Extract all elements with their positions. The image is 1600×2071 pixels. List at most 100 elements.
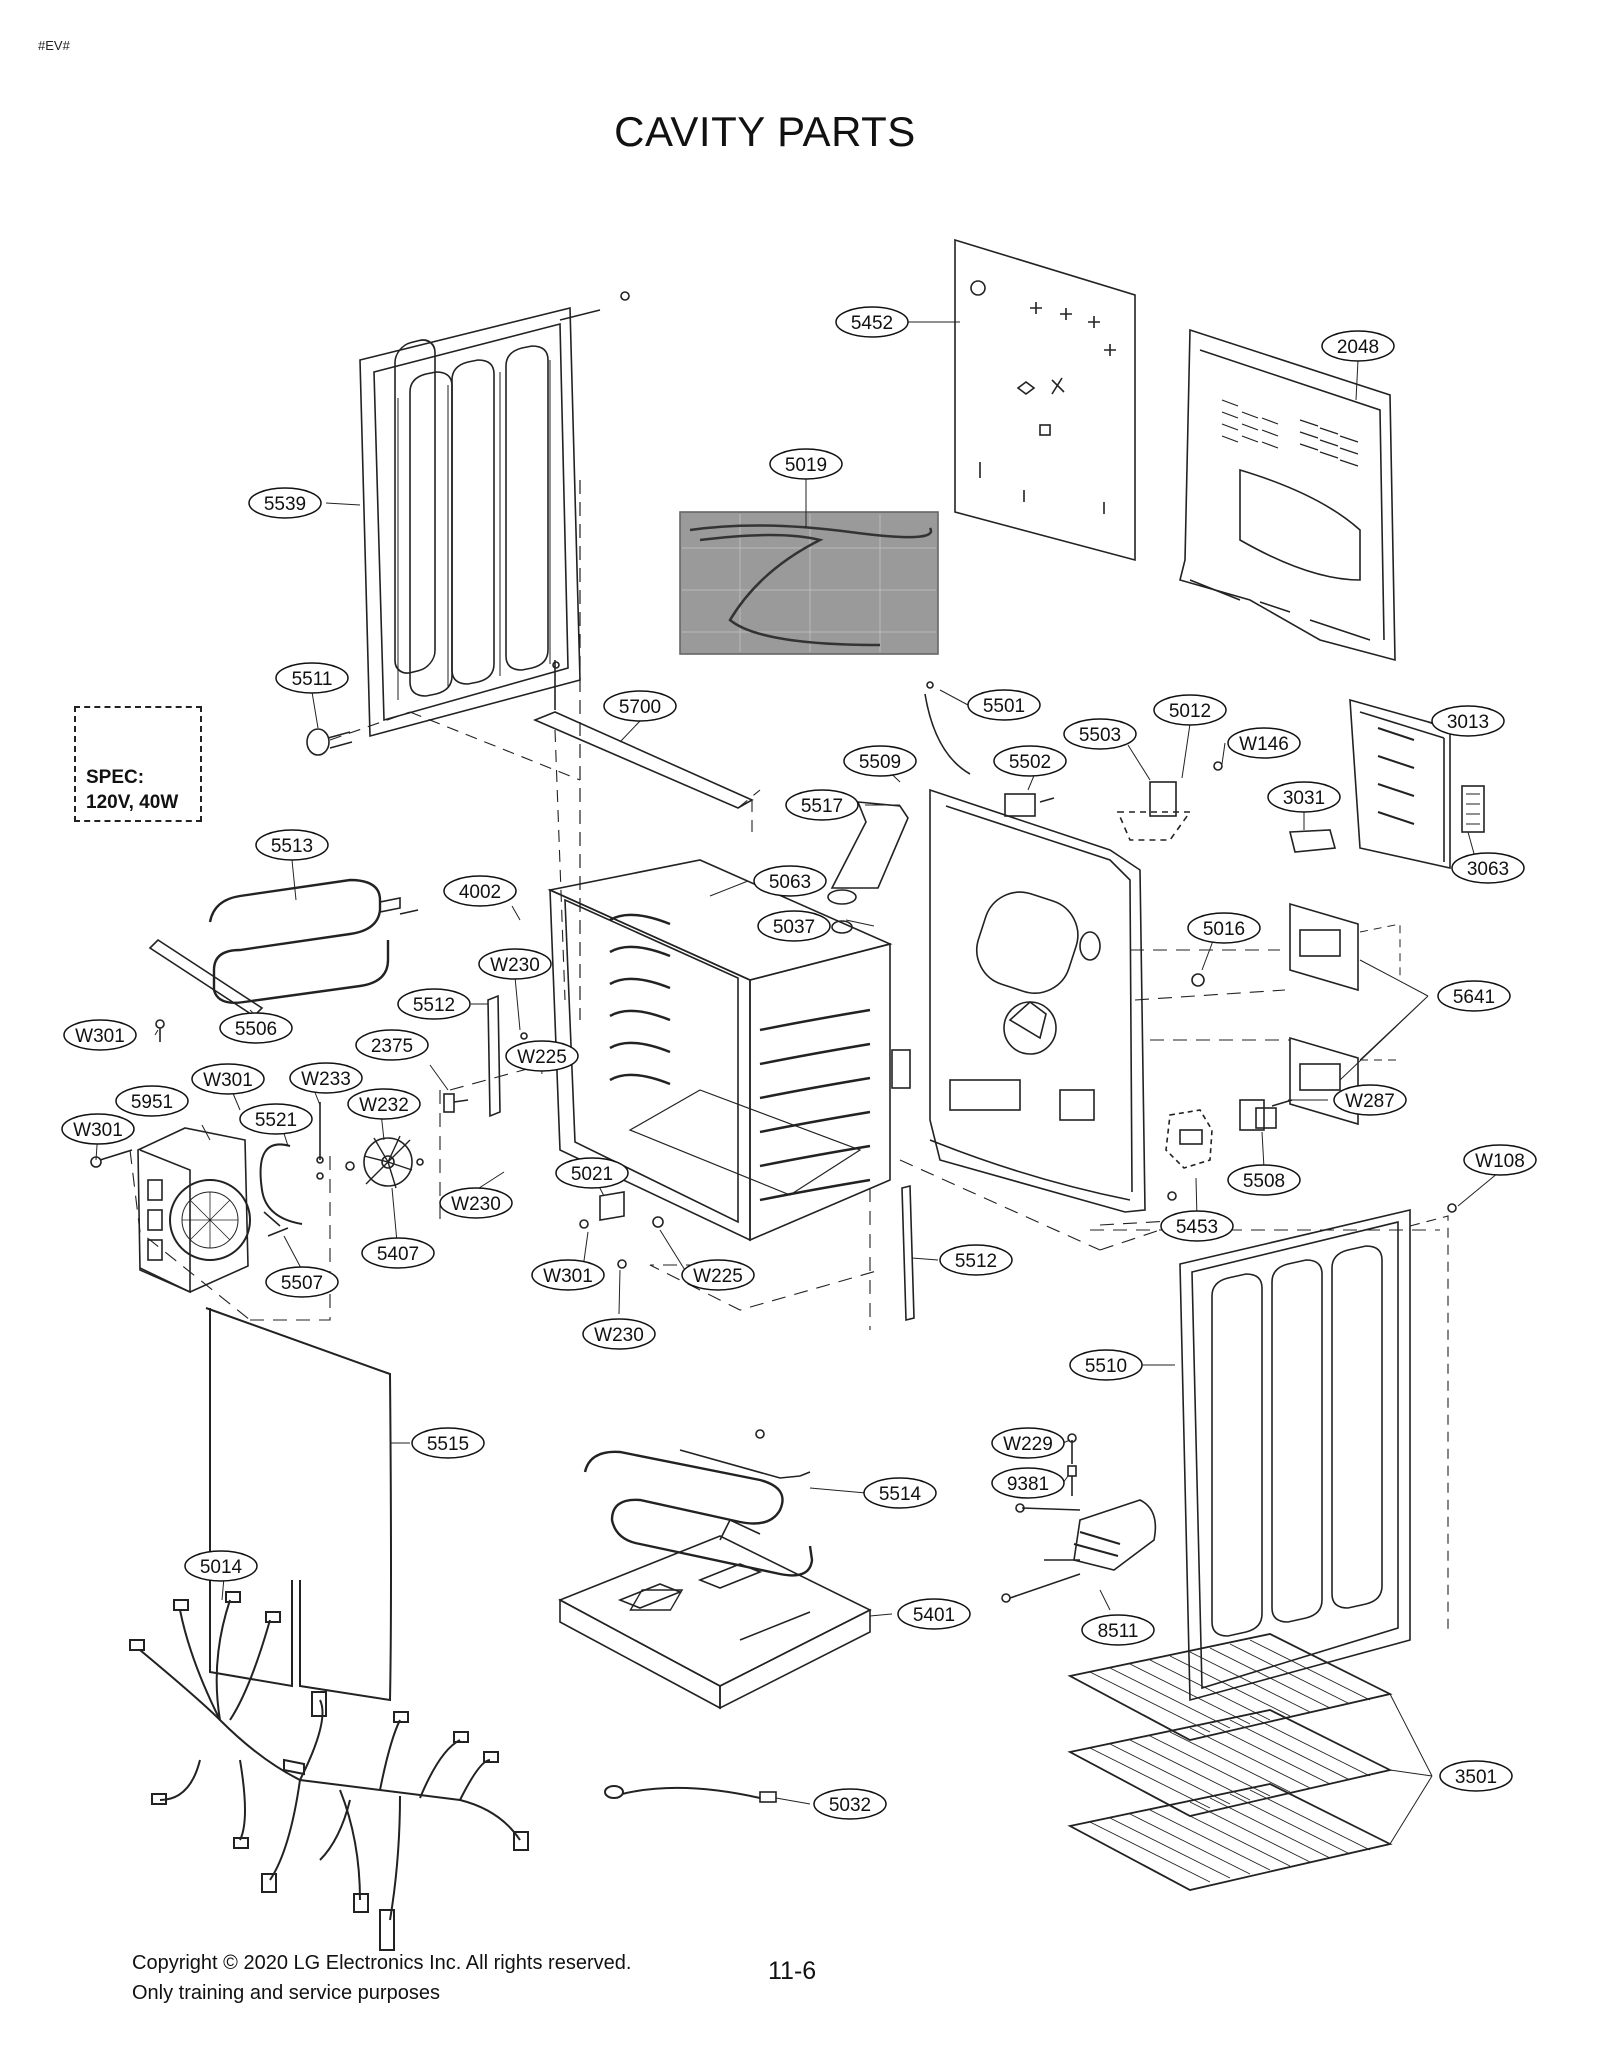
callout-label: 5507 (281, 1273, 323, 1294)
callout-W301b: W301 (191, 1063, 265, 1095)
control-boards-5641-part (1191, 902, 1401, 1126)
callout-label: 5512 (955, 1251, 997, 1272)
callout-5019: 5019 (769, 448, 843, 480)
callout-3501: 3501 (1439, 1760, 1513, 1792)
callout-ellipse (355, 1029, 429, 1061)
callout-5502: 5502 (993, 745, 1067, 777)
callout-ellipse (1187, 912, 1261, 944)
callout-W108: W108 (1463, 1144, 1537, 1176)
side-rail-5512-right-part (901, 1184, 915, 1322)
callout-ellipse (439, 1187, 513, 1219)
callout-5032: 5032 (813, 1788, 887, 1820)
callout-5021: 5021 (555, 1157, 629, 1189)
callout-ellipse (411, 1427, 485, 1459)
callout-5063: 5063 (753, 865, 827, 897)
callout-ellipse (1063, 718, 1137, 750)
callout-5521: 5521 (239, 1103, 313, 1135)
callout-label: 5016 (1203, 919, 1245, 940)
callout-label: W287 (1345, 1091, 1395, 1112)
callout-label: W225 (517, 1047, 567, 1068)
callout-ellipse (531, 1259, 605, 1291)
callout-ellipse (582, 1318, 656, 1350)
callout-label: W233 (301, 1069, 351, 1090)
callout-5401: 5401 (897, 1598, 971, 1630)
callout-5507: 5507 (265, 1266, 339, 1298)
callout-ellipse (991, 1427, 1065, 1459)
callout-ellipse (289, 1062, 363, 1094)
callout-label: 5509 (859, 752, 901, 773)
callout-label: 5521 (255, 1110, 297, 1131)
callout-W232: W232 (347, 1088, 421, 1120)
callout-ellipse (347, 1088, 421, 1120)
callout-5515: 5515 (411, 1427, 485, 1459)
callout-ellipse (555, 1157, 629, 1189)
callout-label: 5515 (427, 1434, 469, 1455)
callout-label: 5501 (983, 696, 1025, 717)
callout-3031: 3031 (1267, 781, 1341, 813)
callout-label: 5514 (879, 1484, 922, 1505)
callout-label: 4002 (459, 882, 501, 903)
callout-ellipse (939, 1244, 1013, 1276)
callout-5452: 5452 (835, 306, 909, 338)
callout-5700: 5700 (603, 690, 677, 722)
callout-W146: W146 (1227, 727, 1301, 759)
model-tag: #EV# (38, 38, 70, 53)
callout-label: 3013 (1447, 712, 1489, 733)
page-title: CAVITY PARTS (614, 108, 916, 155)
callout-label: 5032 (829, 1795, 871, 1816)
callout-label: 5037 (773, 917, 815, 938)
callout-label: 5513 (271, 836, 313, 857)
page-number: 11-6 (768, 1957, 817, 1985)
callout-W301c: W301 (61, 1113, 135, 1145)
callout-W301d: W301 (531, 1259, 605, 1291)
callout-3013: 3013 (1431, 705, 1505, 737)
callout-label: 5539 (264, 494, 306, 515)
callout-ellipse (1153, 694, 1227, 726)
rear-panel-part (1179, 328, 1396, 662)
broil-element-part (208, 878, 419, 1004)
callout-5514: 5514 (863, 1477, 937, 1509)
callout-5453: 5453 (1160, 1210, 1234, 1242)
callout-label: 5401 (913, 1605, 955, 1626)
side-bracket-right-part (1288, 698, 1485, 869)
callout-4002: 4002 (443, 875, 517, 907)
bracket-5506-part (148, 938, 264, 1042)
callout-label: 5510 (1085, 1356, 1127, 1377)
copyright-line-1: Copyright © 2020 LG Electronics Inc. All… (132, 1952, 632, 1974)
callout-ellipse (219, 1012, 293, 1044)
top-insulation-panel-part (954, 238, 1136, 562)
callout-ellipse (993, 745, 1067, 777)
callout-8511: 8511 (1081, 1614, 1155, 1646)
callout-5014: 5014 (184, 1550, 258, 1582)
callout-ellipse (769, 448, 843, 480)
callout-ellipse (505, 1040, 579, 1072)
callout-ellipse (443, 875, 517, 907)
callout-label: 5503 (1079, 725, 1121, 746)
callout-label: 5014 (200, 1557, 243, 1578)
callout-5503: 5503 (1063, 718, 1137, 750)
callout-ellipse (757, 910, 831, 942)
callout-label: W230 (451, 1194, 501, 1215)
oven-cavity-part (547, 859, 911, 1242)
callout-W230a: W230 (478, 948, 552, 980)
callout-5539: 5539 (248, 487, 322, 519)
callout-ellipse (1160, 1210, 1234, 1242)
callout-label: 5502 (1009, 752, 1051, 773)
bracket-5517-part (827, 801, 909, 934)
callout-label: W230 (490, 955, 540, 976)
callout-ellipse (863, 1477, 937, 1509)
lamp-spec-box: SPEC: 120V, 40W (74, 706, 202, 822)
callout-ellipse (184, 1550, 258, 1582)
callout-label: 2048 (1337, 337, 1379, 358)
cavity-top-bar-part (532, 660, 761, 1001)
callout-label: 8511 (1098, 1621, 1139, 1642)
callout-5517: 5517 (785, 789, 859, 821)
bracket-5453-part (1165, 1109, 1213, 1201)
callout-ellipse (1227, 1164, 1301, 1196)
callout-label: W301 (203, 1070, 253, 1091)
callout-ellipse (1069, 1349, 1143, 1381)
callout-W233: W233 (289, 1062, 363, 1094)
callout-label: W146 (1239, 734, 1289, 755)
